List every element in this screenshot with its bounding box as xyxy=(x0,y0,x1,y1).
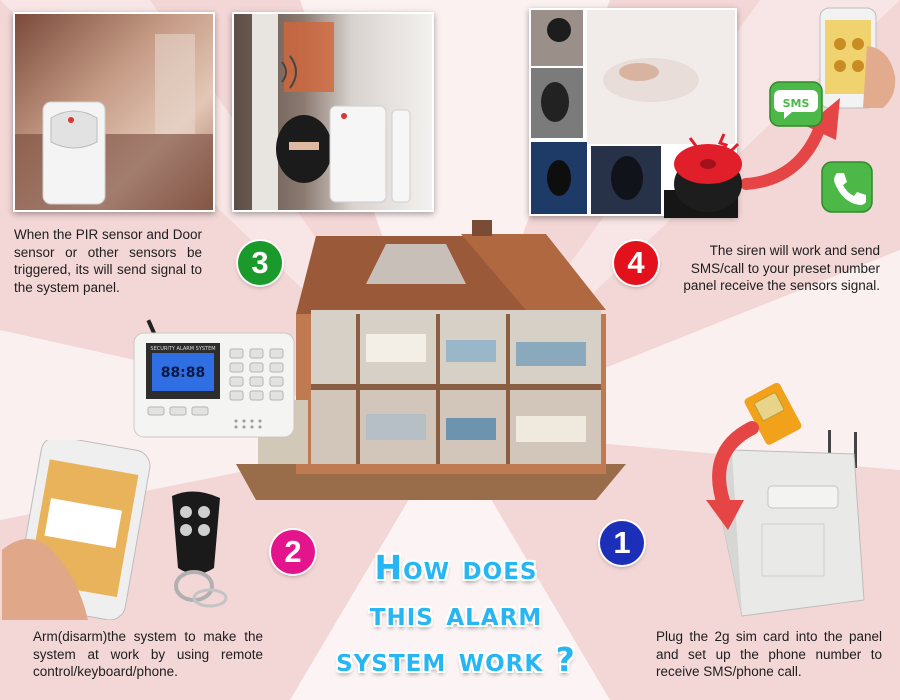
step-1-badge: 1 xyxy=(600,521,644,565)
step-2-caption: Arm(disarm)the system to make the system… xyxy=(33,629,263,679)
panel-brand-label: SECURITY ALARM SYSTEM xyxy=(150,346,215,352)
siren-photo xyxy=(660,128,756,224)
panel-display: 88:88 xyxy=(161,365,206,381)
door-sensor-photo xyxy=(232,12,434,212)
smartphone-app-photo xyxy=(2,435,152,621)
phone-call-icon xyxy=(820,160,874,214)
alarm-control-panel: SECURITY ALARM SYSTEM 88:88 xyxy=(126,313,302,441)
step-1-caption: Plug the 2g sim card into the panel and … xyxy=(656,629,882,679)
remote-control-photo xyxy=(150,486,240,612)
sim-card-arrow xyxy=(706,382,802,530)
title-line-2: this alarm xyxy=(369,594,543,633)
sms-icon-label: SMS xyxy=(783,97,810,110)
red-arrow-to-phone xyxy=(740,98,840,190)
step-4-badge: 4 xyxy=(614,241,658,285)
step-3-badge: 3 xyxy=(238,241,282,285)
sms-icon: SMS xyxy=(768,80,824,128)
gsm-panel-photo xyxy=(698,430,872,622)
house-cutaway-illustration xyxy=(236,214,626,500)
step-2-badge: 2 xyxy=(271,530,315,574)
step-4-caption: The siren will work and send SMS/call to… xyxy=(683,243,880,293)
title-line-3: system work ? xyxy=(336,640,576,679)
step-3-caption: When the PIR sensor and Door sensor or o… xyxy=(14,227,202,295)
title-line-1: How does xyxy=(374,548,538,587)
smartphone-top-photo xyxy=(812,6,898,112)
pir-sensor-photo xyxy=(13,12,215,212)
